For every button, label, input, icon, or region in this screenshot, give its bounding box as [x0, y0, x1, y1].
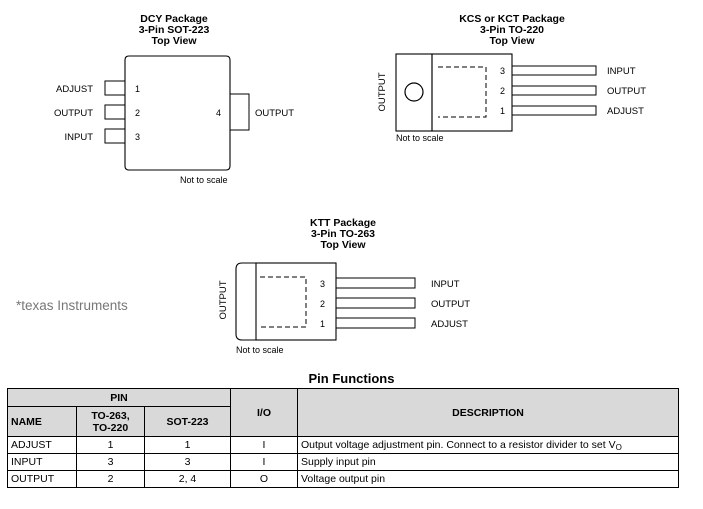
kcs-pin-1: [511, 105, 597, 116]
header-io: I/O: [230, 388, 298, 437]
dcy-title-line3: Top View: [151, 35, 197, 47]
ktt-title-line2: 3-Pin TO-263: [311, 228, 375, 240]
kcs-tab: [395, 53, 433, 132]
dcy-pin-2-number: 2: [135, 108, 140, 118]
row-description: Output voltage adjustment pin. Connect t…: [297, 436, 679, 454]
row-io: I: [230, 436, 298, 454]
kcs-pin-3-label: INPUT: [607, 66, 636, 77]
dcy-pin-3: [104, 128, 126, 144]
row-sot-pin: 2, 4: [144, 470, 231, 488]
dcy-pin-3-number: 3: [135, 132, 140, 142]
row-name: ADJUST: [7, 436, 77, 454]
header-pin: PIN: [7, 388, 231, 407]
pin-functions-title: Pin Functions: [308, 371, 395, 386]
row-name: INPUT: [7, 453, 77, 471]
dcy-pin-4-tab: [229, 93, 250, 131]
ktt-tab-label: OUTPUT: [218, 280, 229, 319]
ktt-pin-1-label: ADJUST: [431, 319, 468, 330]
ktt-package: KTT Package 3-Pin TO-263 Top View 3 2 1 …: [218, 217, 470, 355]
ktt-pin-3-number: 3: [320, 279, 325, 289]
kcs-title-line1: KCS or KCT Package: [459, 13, 565, 25]
dcy-pin-1-number: 1: [135, 84, 140, 94]
ktt-title-line3: Top View: [320, 239, 366, 251]
kcs-title-line2: 3-Pin TO-220: [480, 24, 544, 36]
header-description: DESCRIPTION: [297, 388, 679, 437]
kcs-die-outline: [438, 66, 487, 118]
table-row: INPUT 3 3 I Supply input pin: [7, 453, 679, 471]
ktt-tab: [235, 262, 256, 341]
row-io: I: [230, 453, 298, 471]
ktt-title-line1: KTT Package: [310, 217, 376, 229]
pin-functions-table: PIN I/O DESCRIPTION NAME TO-263, TO-220 …: [7, 388, 679, 488]
kcs-pin-2-number: 2: [500, 86, 505, 96]
ktt-scale-note: Not to scale: [236, 345, 284, 355]
row-description-text: Output voltage adjustment pin. Connect t…: [301, 438, 616, 451]
ktt-pin-1-number: 1: [320, 319, 325, 329]
header-to263-to220: TO-263, TO-220: [76, 406, 145, 437]
kcs-title-line3: Top View: [489, 35, 535, 47]
kcs-scale-note: Not to scale: [396, 133, 444, 143]
row-name: OUTPUT: [7, 470, 77, 488]
row-to-pin: 2: [76, 470, 145, 488]
table-row: ADJUST 1 1 I Output voltage adjustment p…: [7, 436, 679, 454]
ktt-die-outline: [260, 276, 307, 328]
dcy-pin-2-label: OUTPUT: [54, 108, 93, 119]
kcs-pin-1-number: 1: [500, 106, 505, 116]
kcs-pin-2: [511, 85, 597, 96]
table-subheader-row: NAME TO-263, TO-220 SOT-223: [7, 406, 679, 437]
dcy-pin-4-label: OUTPUT: [255, 108, 294, 119]
header-name: NAME: [7, 406, 77, 437]
row-description: Supply input pin: [297, 453, 679, 471]
dcy-pin-3-label: INPUT: [65, 132, 94, 143]
header-sot223: SOT-223: [144, 406, 231, 437]
dcy-scale-note: Not to scale: [180, 175, 228, 185]
row-to-pin: 1: [76, 436, 145, 454]
ktt-pin-3: [335, 277, 416, 289]
dcy-pin-2: [104, 104, 126, 120]
row-to-pin: 3: [76, 453, 145, 471]
ktt-pin-2-label: OUTPUT: [431, 299, 470, 310]
kcs-mounting-hole: [404, 82, 424, 102]
kcs-pin-3: [511, 65, 597, 76]
kcs-pin-3-number: 3: [500, 66, 505, 76]
row-description: Voltage output pin: [297, 470, 679, 488]
dcy-pin-1-label: ADJUST: [56, 84, 93, 95]
row-io: O: [230, 470, 298, 488]
ktt-pin-2: [335, 297, 416, 309]
dcy-pin-1: [104, 80, 126, 96]
row-description-subscript: O: [615, 442, 622, 452]
row-sot-pin: 3: [144, 453, 231, 471]
dcy-package-body: [124, 55, 231, 171]
table-row: OUTPUT 2 2, 4 O Voltage output pin: [7, 470, 679, 488]
row-sot-pin: 1: [144, 436, 231, 454]
dcy-title-line1: DCY Package: [140, 13, 208, 25]
dcy-pin-4-number: 4: [216, 108, 221, 118]
dcy-title-line2: 3-Pin SOT-223: [139, 24, 210, 36]
kcs-tab-label: OUTPUT: [377, 72, 388, 111]
ktt-pin-3-label: INPUT: [431, 279, 460, 290]
dcy-package: DCY Package 3-Pin SOT-223 Top View ADJUS…: [54, 13, 294, 185]
table-header-row: PIN I/O DESCRIPTION: [7, 388, 679, 437]
kcs-package: KCS or KCT Package 3-Pin TO-220 Top View…: [377, 13, 646, 143]
watermark-text: *texas Instruments: [16, 298, 128, 313]
kcs-pin-2-label: OUTPUT: [607, 86, 646, 97]
kcs-pin-1-label: ADJUST: [607, 106, 644, 117]
ktt-pin-1: [335, 317, 416, 329]
package-diagrams: DCY Package 3-Pin SOT-223 Top View ADJUS…: [54, 13, 646, 355]
ktt-pin-2-number: 2: [320, 299, 325, 309]
